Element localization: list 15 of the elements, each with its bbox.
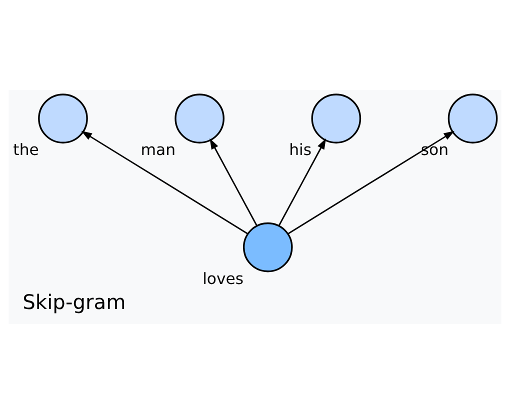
arrow <box>81 130 248 234</box>
arrow <box>288 130 455 234</box>
node-circle <box>311 94 362 144</box>
node-label: the <box>13 140 39 160</box>
caption: Skip-gram <box>22 290 126 314</box>
arrow <box>210 138 258 226</box>
node-circle <box>38 94 88 144</box>
node-circle <box>448 94 498 144</box>
node-label: loves <box>202 268 244 288</box>
node-circle <box>174 94 224 144</box>
node-label: his <box>289 140 312 160</box>
node-circle <box>242 222 293 272</box>
node-label: man <box>140 140 176 160</box>
node-label: son <box>420 140 449 160</box>
arrow <box>278 138 326 226</box>
